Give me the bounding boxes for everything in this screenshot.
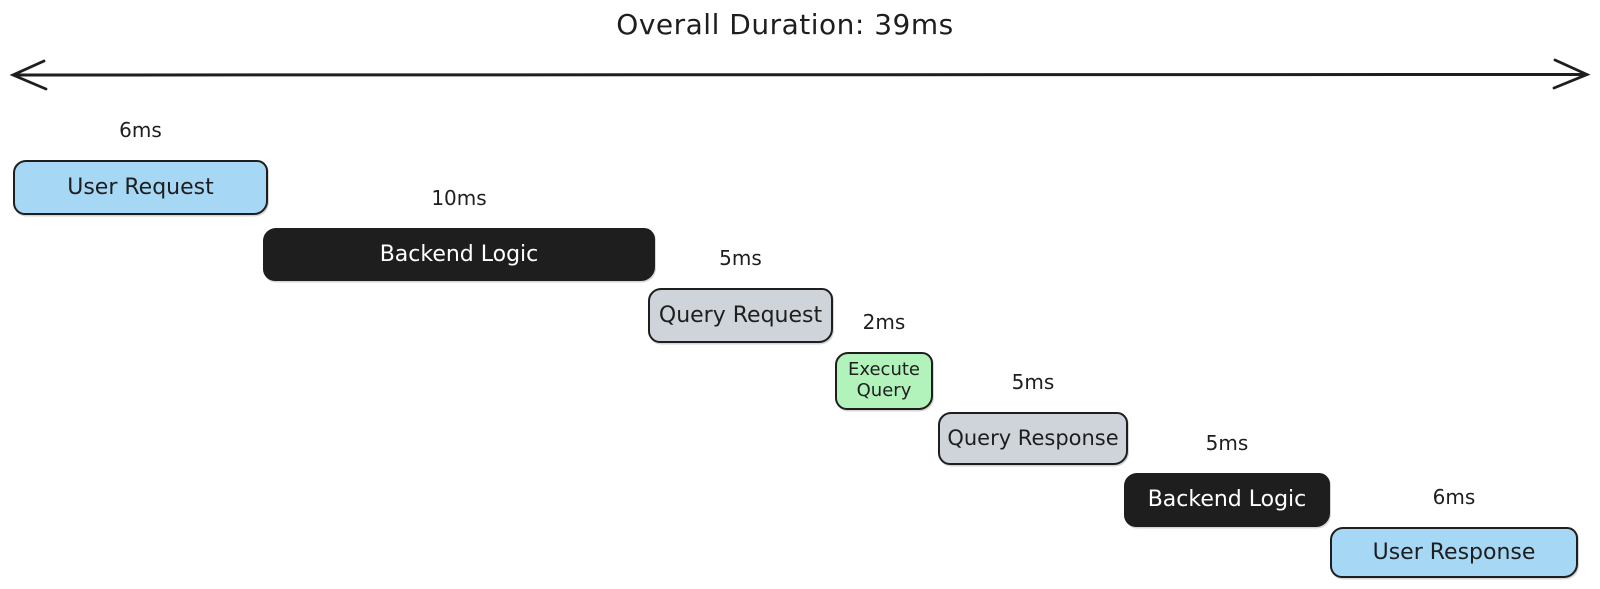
- duration-label-backend-logic: 5ms: [1205, 431, 1249, 455]
- duration-label-backend-logic: 10ms: [431, 186, 487, 210]
- step-box-query-request: Query Request: [648, 288, 833, 343]
- duration-label-query-request: 5ms: [719, 246, 762, 270]
- arrowhead-left-icon: [9, 59, 48, 91]
- step-box-backend-logic: Backend Logic: [1124, 473, 1330, 527]
- duration-label-query-response: 5ms: [1011, 370, 1055, 394]
- duration-label-user-response: 6ms: [1432, 485, 1476, 509]
- duration-label-execute-query: 2ms: [862, 310, 906, 334]
- step-box-execute-query: Execute Query: [835, 352, 933, 410]
- arrowhead-right-icon: [1552, 58, 1591, 90]
- diagram-title: Overall Duration: 39ms: [616, 8, 954, 41]
- step-box-backend-logic: Backend Logic: [263, 228, 655, 281]
- step-box-user-request: User Request: [13, 160, 268, 215]
- step-box-user-response: User Response: [1330, 527, 1578, 578]
- step-box-query-response: Query Response: [938, 412, 1128, 465]
- overall-duration-span-arrow: [9, 58, 1591, 91]
- duration-label-user-request: 6ms: [119, 118, 162, 142]
